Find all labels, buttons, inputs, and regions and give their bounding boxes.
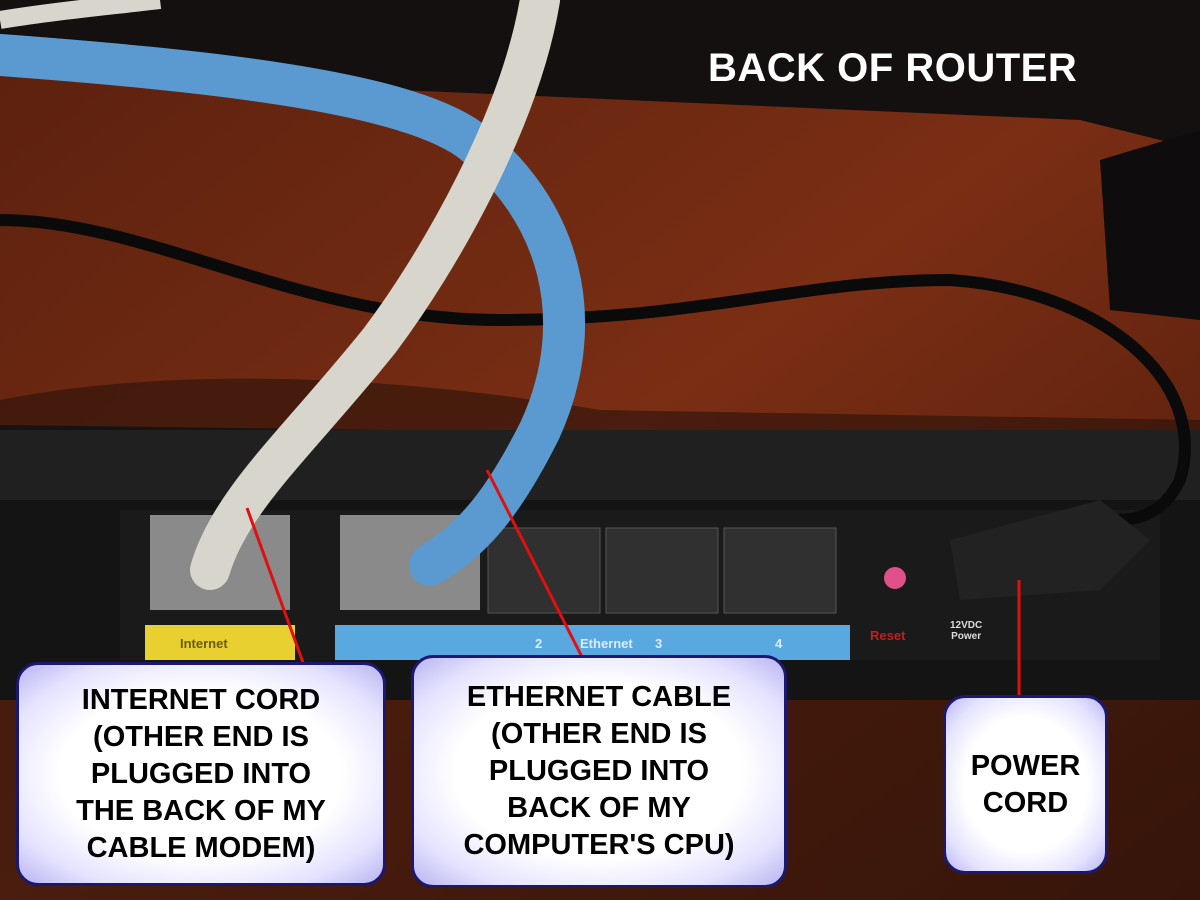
router-label-port4: 4 bbox=[775, 636, 783, 651]
power-cord-callout: POWER CORD bbox=[943, 695, 1108, 874]
power-cable-wire bbox=[0, 214, 1191, 526]
internet-pointer-line bbox=[245, 507, 307, 669]
ethernet-pointer-line bbox=[485, 469, 584, 658]
router-label-reset: Reset bbox=[870, 628, 906, 643]
router-label-internet: Internet bbox=[180, 636, 228, 651]
router-label-port2: 2 bbox=[535, 636, 543, 651]
ethernet-port-2 bbox=[487, 527, 601, 614]
ethernet-cable-callout: ETHERNET CABLE (OTHER END IS PLUGGED INT… bbox=[411, 655, 787, 888]
power-plug bbox=[950, 500, 1150, 600]
ethernet-strip bbox=[335, 625, 850, 660]
internet-cord-callout: INTERNET CORD (OTHER END IS PLUGGED INTO… bbox=[16, 662, 386, 886]
reset-button bbox=[884, 567, 906, 589]
router-label-ethernet: Ethernet bbox=[580, 636, 633, 651]
internet-strip bbox=[145, 625, 295, 660]
top-object bbox=[0, 0, 1200, 150]
router-label-port3: 3 bbox=[655, 636, 663, 651]
router-label-power: 12VDC Power bbox=[950, 620, 983, 642]
blue-ethernet-cable bbox=[0, 34, 586, 586]
white-internet-cable bbox=[190, 0, 560, 590]
ethernet-port-4 bbox=[723, 527, 837, 614]
image-title: BACK OF ROUTER bbox=[708, 46, 1078, 90]
ethernet-port-3 bbox=[605, 527, 719, 614]
